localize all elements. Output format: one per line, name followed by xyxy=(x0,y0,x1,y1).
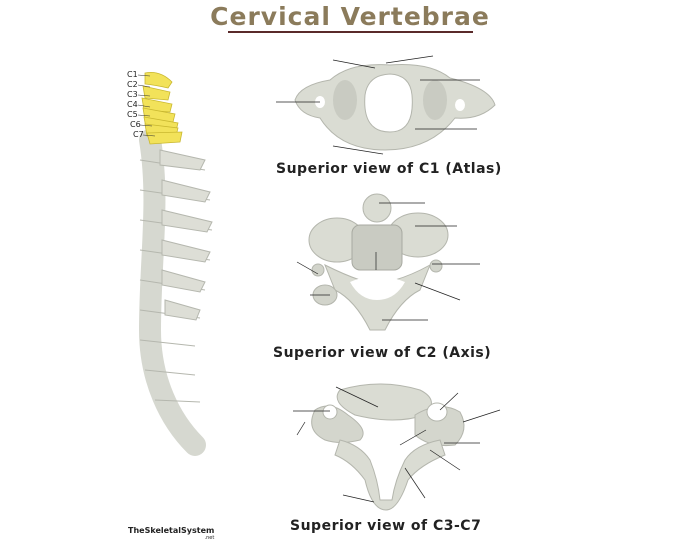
page-title: Cervical Vertebrae xyxy=(210,2,490,31)
spine-illustration xyxy=(137,72,213,456)
typical-cervical-illustration xyxy=(311,383,465,511)
title-underline xyxy=(228,31,473,33)
c1-leader-lines xyxy=(276,55,480,155)
atlas-c1-illustration xyxy=(294,64,496,151)
logo-main: TheSkeletalSystem xyxy=(128,526,215,535)
spine-label-c6: C6 xyxy=(130,120,141,129)
spine-label-c4: C4 xyxy=(127,100,138,109)
c3c7-leader-lines xyxy=(293,386,501,503)
caption-c2: Superior view of C2 (Axis) xyxy=(273,345,492,361)
c2-leader-lines xyxy=(296,202,480,321)
caption-c1: Superior view of C1 (Atlas) xyxy=(276,161,502,177)
spine-label-c3: C3 xyxy=(127,90,138,99)
caption-c3c7: Superior view of C3-C7 xyxy=(290,518,482,534)
cervical-highlight xyxy=(141,72,183,145)
axis-c2-illustration xyxy=(308,193,449,331)
site-logo: TheSkeletalSystem.net xyxy=(128,526,214,541)
spine-label-c5: C5 xyxy=(127,110,138,119)
logo-sub: .net xyxy=(204,535,215,541)
spine-label-c1: C1 xyxy=(127,70,138,79)
spine-label-c2: C2 xyxy=(127,80,138,89)
spine-label-c7: C7 xyxy=(133,130,144,139)
